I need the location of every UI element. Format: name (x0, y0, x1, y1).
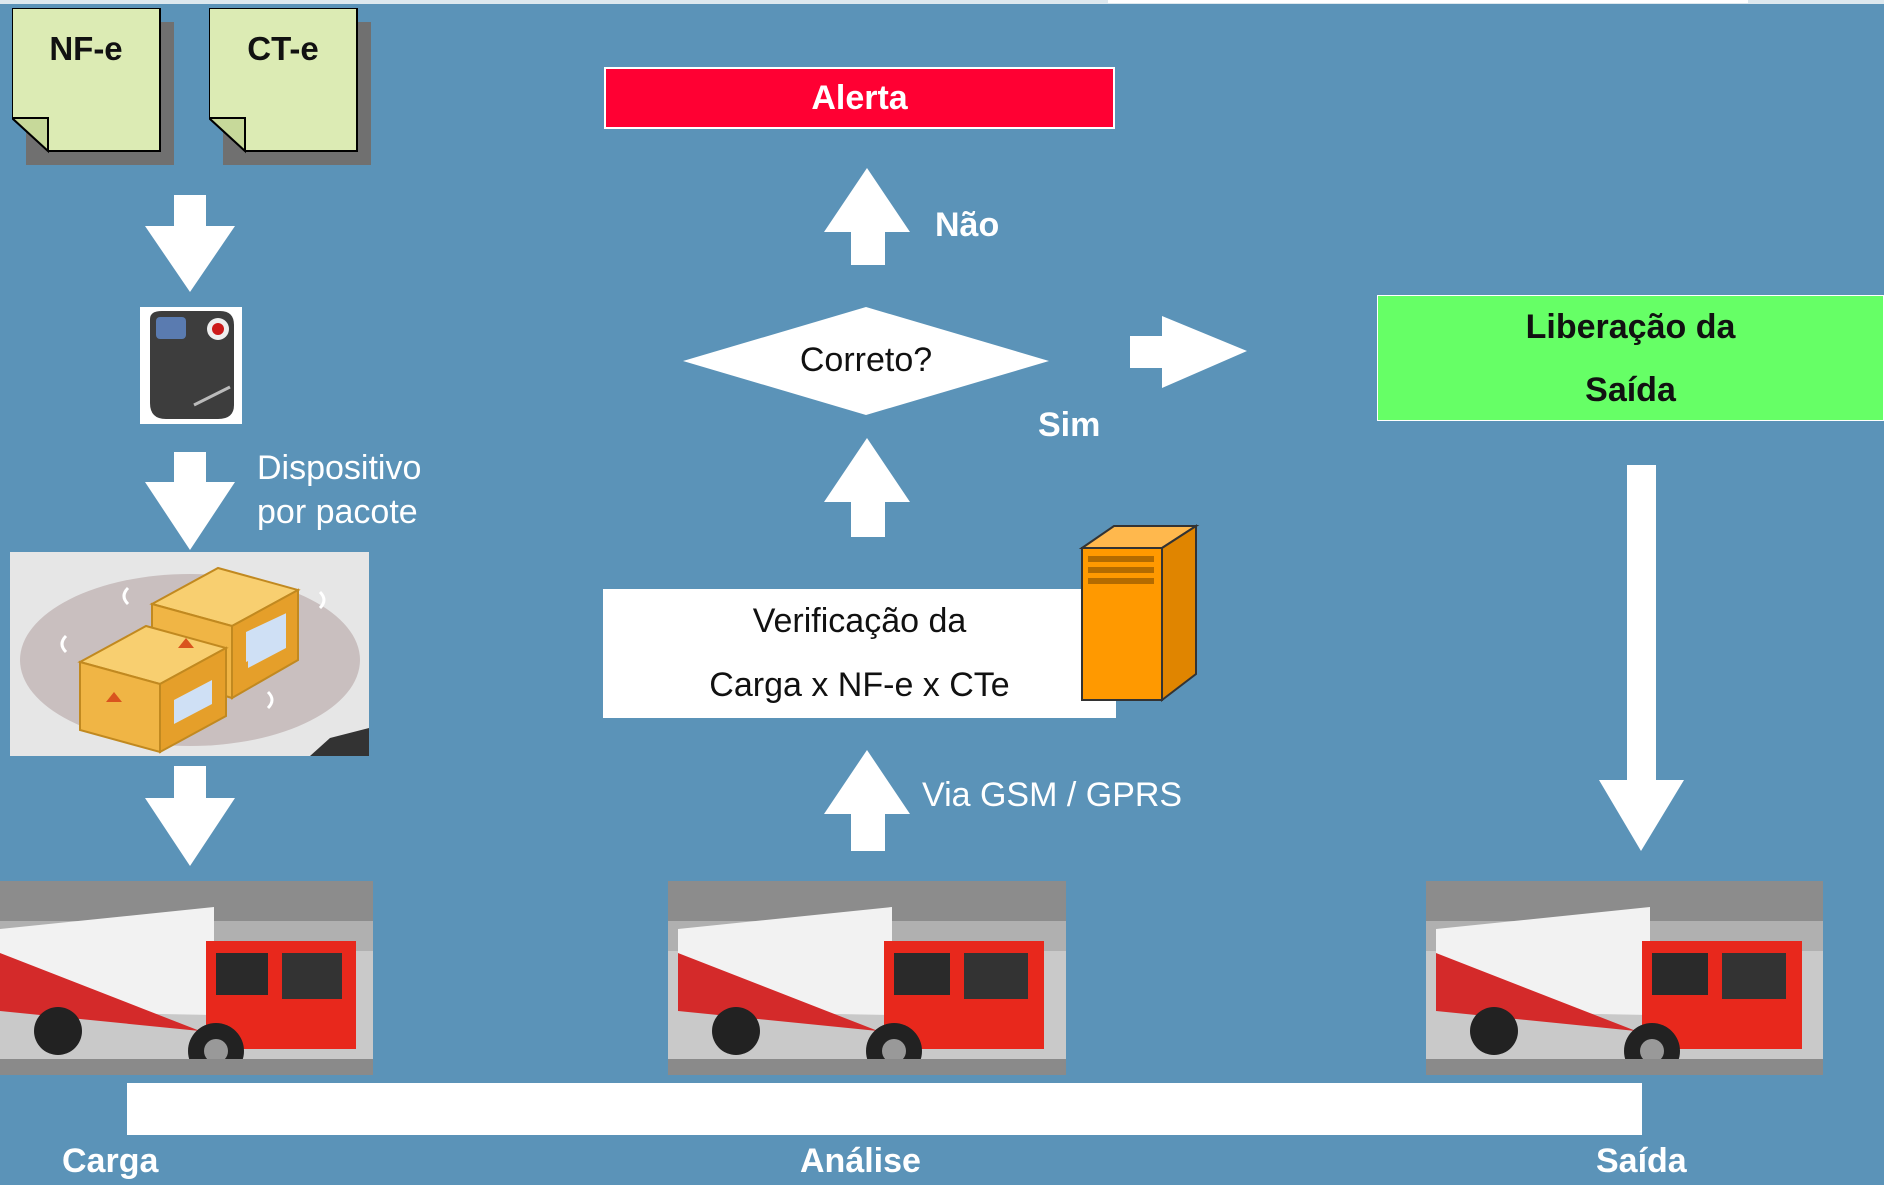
release-line1: Liberação da (1525, 308, 1736, 346)
timeline-bar (127, 1083, 1642, 1135)
cte-document: CT-e (209, 8, 371, 165)
device-label-line1: Dispositivo (257, 449, 422, 487)
release-box: Liberação da Saída (1377, 295, 1884, 421)
nfe-label: NF-e (49, 30, 123, 67)
tracking-device-icon (140, 307, 242, 424)
alert-box: Alerta (604, 67, 1115, 129)
arrow-down-icon (145, 195, 235, 292)
rfid-boxes-icon (10, 552, 369, 756)
arrow-down-icon (145, 452, 235, 550)
truck-icon (1426, 881, 1823, 1075)
stage-analise: Análise (800, 1142, 921, 1180)
arrow-up-icon (824, 438, 910, 537)
arrow-up-icon (824, 750, 910, 851)
top-border (0, 0, 1884, 4)
truck-icon (668, 881, 1066, 1075)
verification-line1: Verificação da (752, 602, 967, 640)
stage-saida: Saída (1596, 1142, 1687, 1180)
via-label: Via GSM / GPRS (922, 776, 1183, 814)
arrow-up-icon (824, 168, 910, 265)
device-label: Dispositivo por pacote (257, 446, 421, 534)
device-label-line2: por pacote (257, 493, 418, 531)
stage-carga: Carga (62, 1142, 159, 1180)
truck-icon (0, 881, 373, 1075)
yes-label: Sim (1038, 406, 1101, 444)
decision-question: Correto? (799, 341, 933, 379)
nfe-document: NF-e (12, 8, 174, 165)
verification-line2: Carga x NF-e x CTe (709, 666, 1010, 704)
release-line2: Saída (1585, 371, 1676, 409)
cte-label: CT-e (247, 30, 319, 67)
arrow-right-icon (1130, 316, 1247, 388)
document-icon (209, 8, 371, 165)
arrow-down-icon (1599, 465, 1684, 851)
no-label: Não (935, 206, 1000, 244)
document-icon (12, 8, 174, 165)
arrow-down-icon (145, 766, 235, 866)
decision-diamond (683, 307, 1049, 415)
server-icon (1078, 524, 1200, 703)
top-border-highlight (1108, 0, 1748, 3)
verification-box: Verificação da Carga x NF-e x CTe (603, 589, 1116, 718)
